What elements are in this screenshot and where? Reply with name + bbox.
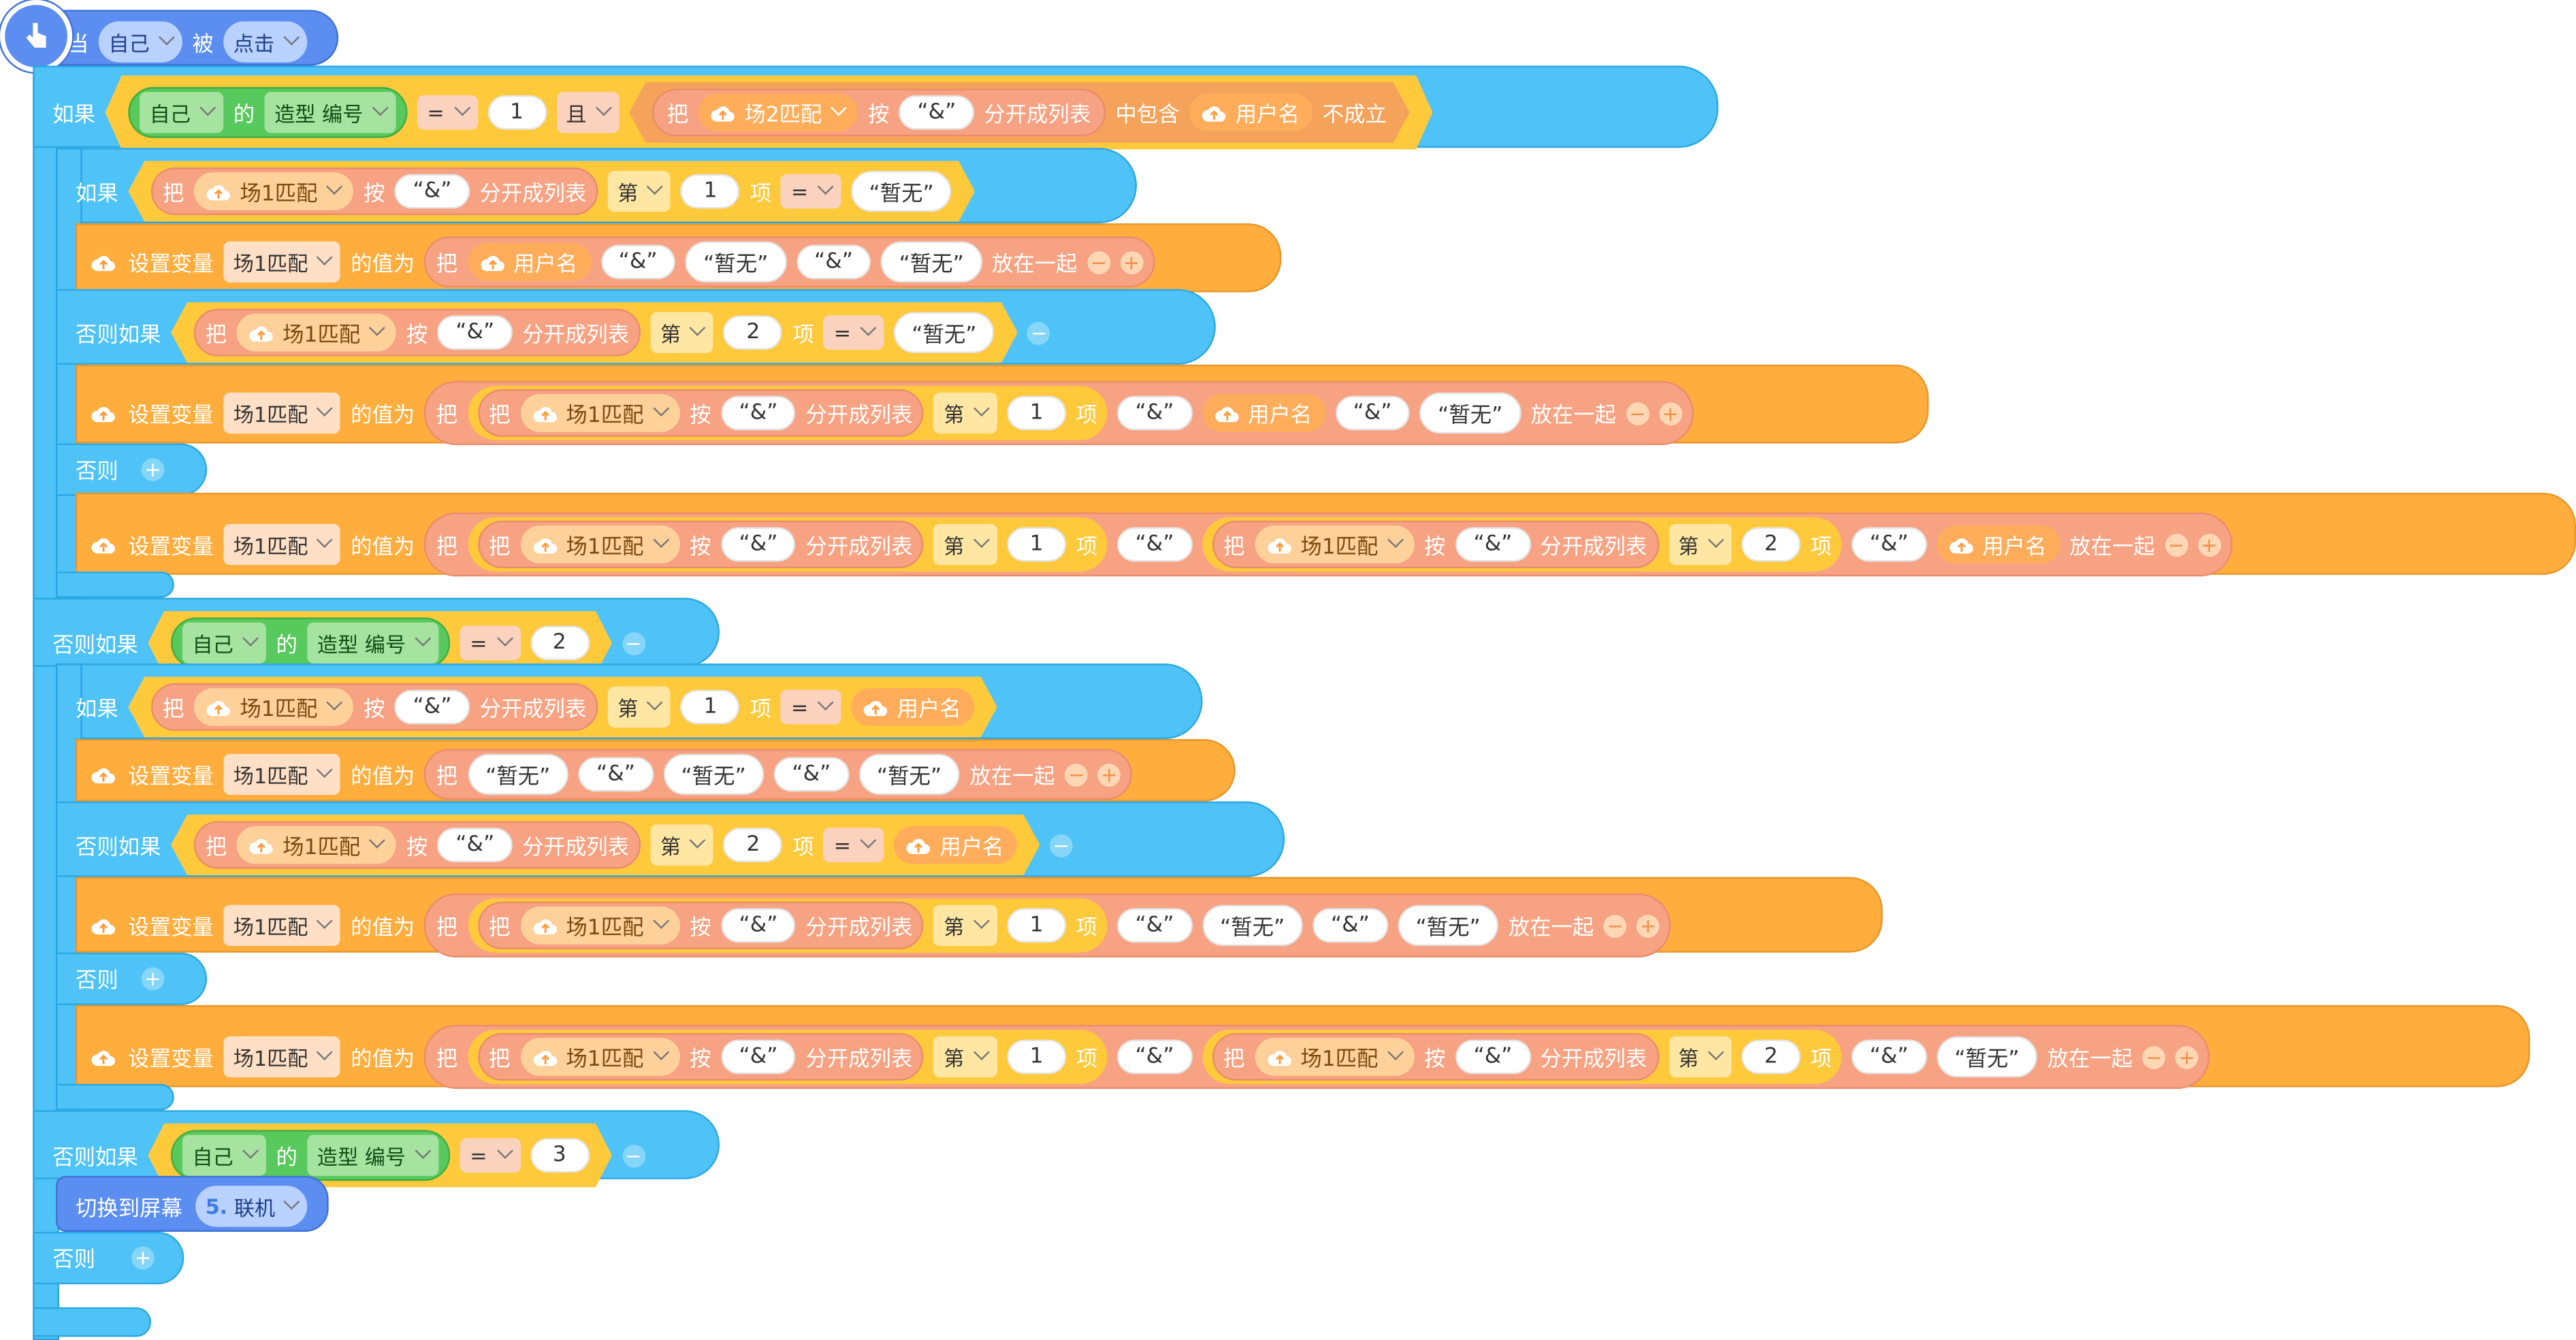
cloud-icon [88,250,118,274]
cloud-icon [903,834,933,857]
hat-click-dropdown[interactable]: 点击 [223,21,308,63]
cloud-icon [1212,402,1241,425]
cloud-icon [88,1045,118,1068]
hat-self-dropdown[interactable]: 自己 [98,21,182,63]
hat-by: 被 [192,33,214,58]
self-shape-reporter[interactable]: 自己 的 造型 编号 [128,87,407,138]
cloud-icon [88,914,118,937]
and-condition[interactable]: 自己 的 造型 编号 = 1 且 把 场2匹配 按 “&” 分开成列表 中包含 … [105,76,1432,150]
cloud-icon [88,402,118,425]
cloud-icon [246,834,276,857]
self-dropdown[interactable]: 自己 [140,92,223,133]
cloud-icon [530,914,559,937]
cloud-icon [1264,533,1293,556]
cloud-icon [1946,533,1976,556]
shape-no-dropdown[interactable]: 造型 编号 [265,92,396,133]
minus-icon[interactable]: − [1027,321,1051,344]
cloud-icon [88,533,118,556]
cloud-icon [204,696,233,719]
cloud-icon [1200,101,1229,124]
split-reporter[interactable]: 把 场2匹配 按 “&” 分开成列表 [652,88,1106,136]
chevron-down-icon [159,29,175,46]
minus-icon: − [1086,250,1110,274]
and-dropdown[interactable]: 且 [556,92,619,133]
chevron-down-icon [283,29,300,46]
hand-pointer-icon [0,0,73,73]
num-input[interactable]: 1 [487,95,547,130]
cloud-icon [708,101,737,124]
cloud-icon [530,402,559,425]
not-contains[interactable]: 把 场2匹配 按 “&” 分开成列表 中包含 用户名 不成立 [629,82,1409,143]
cloud-icon [477,250,506,274]
cloud-icon [246,321,276,344]
cloud-icon [204,180,233,203]
eq-dropdown[interactable]: = [417,95,477,130]
if-label: 如果 [52,103,96,129]
screen-dropdown[interactable]: 5.联机 [195,1186,308,1227]
plus-icon: + [1120,250,1143,274]
var-m2[interactable]: 场2匹配 [698,94,858,132]
cloud-icon [860,696,890,719]
else-3[interactable] [33,1231,184,1285]
when-clicked-hat[interactable]: 当 自己 被 点击 [13,10,339,66]
else-2[interactable] [56,952,208,1005]
cloud-icon [1264,1045,1293,1068]
var-user[interactable]: 用户名 [1189,94,1313,132]
cloud-icon [530,1045,559,1068]
cloud-icon [88,763,118,786]
plus-icon[interactable]: + [141,457,165,480]
cloud-icon [530,533,559,556]
